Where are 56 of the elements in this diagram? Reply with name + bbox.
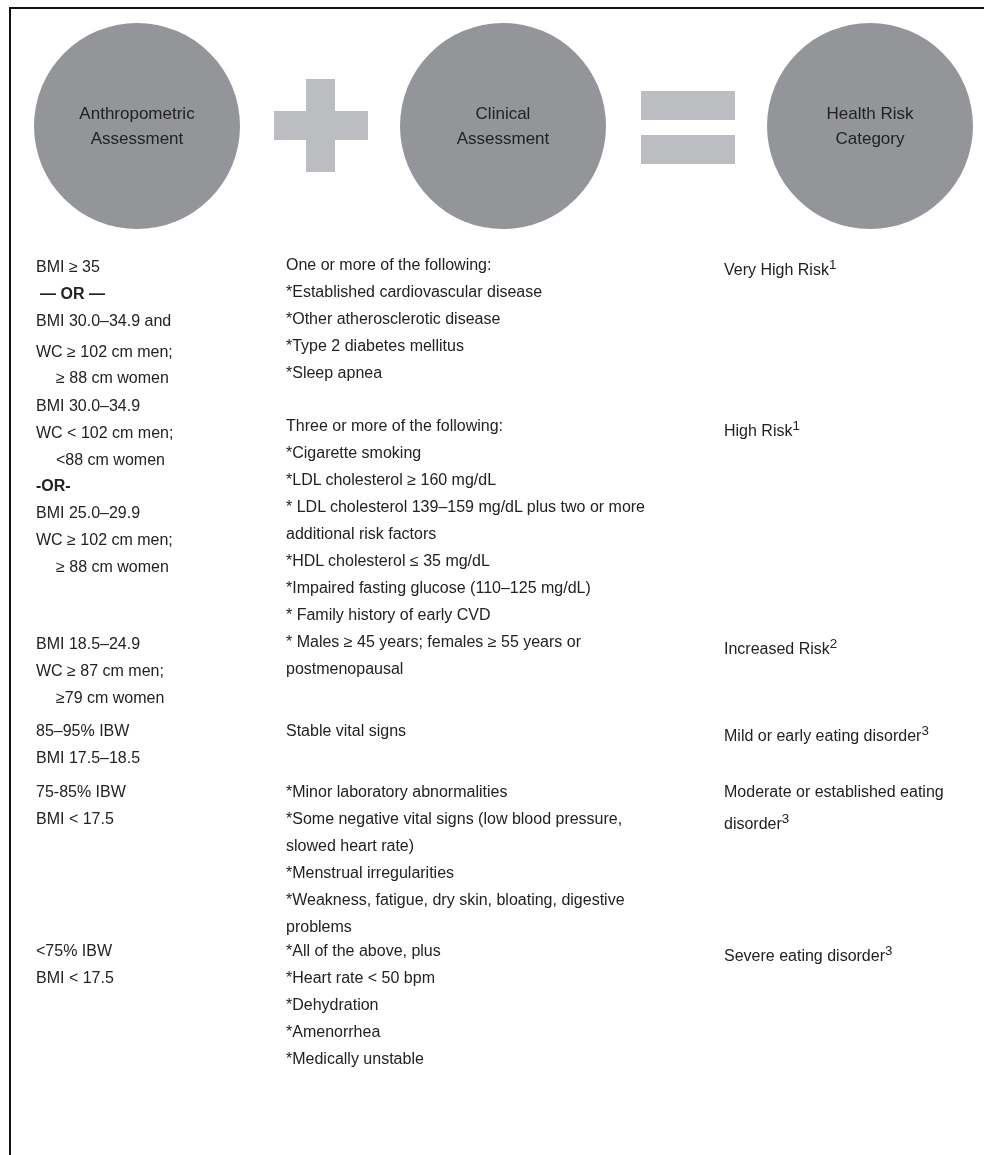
circle-label: Health Risk Category [825, 103, 915, 150]
table-text: Severe eating disorder$^{3}$ [724, 942, 894, 967]
table-text: ≥ 88 cm women [56, 368, 170, 388]
table-text: 75-85% IBW [36, 782, 127, 802]
table-text: *HDL cholesterol ≤ 35 mg/dL [286, 551, 491, 571]
table-text: BMI 18.5–24.9 [36, 634, 142, 654]
table-text: *Dehydration [286, 995, 380, 1015]
table-text: WC < 102 cm men; [36, 423, 175, 443]
category-circle [34, 23, 240, 229]
table-text: BMI ≥ 35 [36, 257, 101, 277]
table-text: WC ≥ 87 cm men; [36, 661, 165, 681]
table-text: *Impaired fasting glucose (110–125 mg/dL) [286, 578, 592, 598]
table-text: * Family history of early CVD [286, 605, 492, 625]
table-text: *Weakness, fatigue, dry skin, bloating, digestive problems [286, 890, 626, 937]
table-text: *All of the above, plus [286, 941, 442, 961]
table-text: BMI 30.0–34.9 and [36, 311, 173, 331]
table-text: 85–95% IBW [36, 721, 131, 741]
circle-label: Anthropometric Assessment [78, 103, 196, 150]
table-text: <88 cm women [56, 450, 166, 470]
table-text: Mild or early eating disorder$^{3}$ [724, 722, 930, 747]
table-text: *Minor laboratory abnormalities [286, 782, 509, 802]
table-text: — OR — [40, 284, 106, 304]
table-text: Three or more of the following: [286, 416, 504, 436]
table-text: BMI 30.0–34.9 [36, 396, 142, 416]
table-text: One or more of the following: [286, 255, 493, 275]
table-text: Very High Risk$^{1}$ [724, 256, 838, 281]
category-circle [767, 23, 973, 229]
table-text: *Menstrual irregularities [286, 863, 456, 883]
table-text: *Established cardiovascular disease [286, 282, 544, 302]
table-text: *LDL cholesterol ≥ 160 mg/dL [286, 470, 498, 490]
circle-label: Clinical Assessment [455, 103, 551, 150]
table-text: *Some negative vital signs (low blood pressure, slowed heart rate) [286, 809, 624, 856]
table-text: ≥ 88 cm women [56, 557, 170, 577]
table-text: BMI < 17.5 [36, 809, 115, 829]
table-text: BMI 25.0–29.9 [36, 503, 142, 523]
table-text: *Heart rate < 50 bpm [286, 968, 436, 988]
table-text: ≥79 cm women [56, 688, 166, 708]
table-text: *Cigarette smoking [286, 443, 423, 463]
table-text: WC ≥ 102 cm men; [36, 342, 174, 362]
table-text: BMI < 17.5 [36, 968, 115, 988]
table-text: * LDL cholesterol 139–159 mg/dL plus two or more additional risk factors [286, 497, 646, 544]
table-text: Increased Risk$^{2}$ [724, 635, 839, 660]
table-text: BMI 17.5–18.5 [36, 748, 142, 768]
table-text: *Other atherosclerotic disease [286, 309, 502, 329]
table-text: WC ≥ 102 cm men; [36, 530, 174, 550]
table-text: High Risk$^{1}$ [724, 417, 801, 442]
table-text: * Males ≥ 45 years; females ≥ 55 years or postmenopausal [286, 632, 582, 679]
table-text: <75% IBW [36, 941, 114, 961]
category-circle [400, 23, 606, 229]
table-text: -OR- [36, 476, 72, 496]
table-text: *Sleep apnea [286, 363, 384, 383]
table-text: *Amenorrhea [286, 1022, 382, 1042]
table-text: Stable vital signs [286, 721, 408, 741]
table-text: *Medically unstable [286, 1049, 425, 1069]
table-text: Moderate or established eating disorder$^{3}$ [724, 782, 945, 835]
table-text: *Type 2 diabetes mellitus [286, 336, 465, 356]
